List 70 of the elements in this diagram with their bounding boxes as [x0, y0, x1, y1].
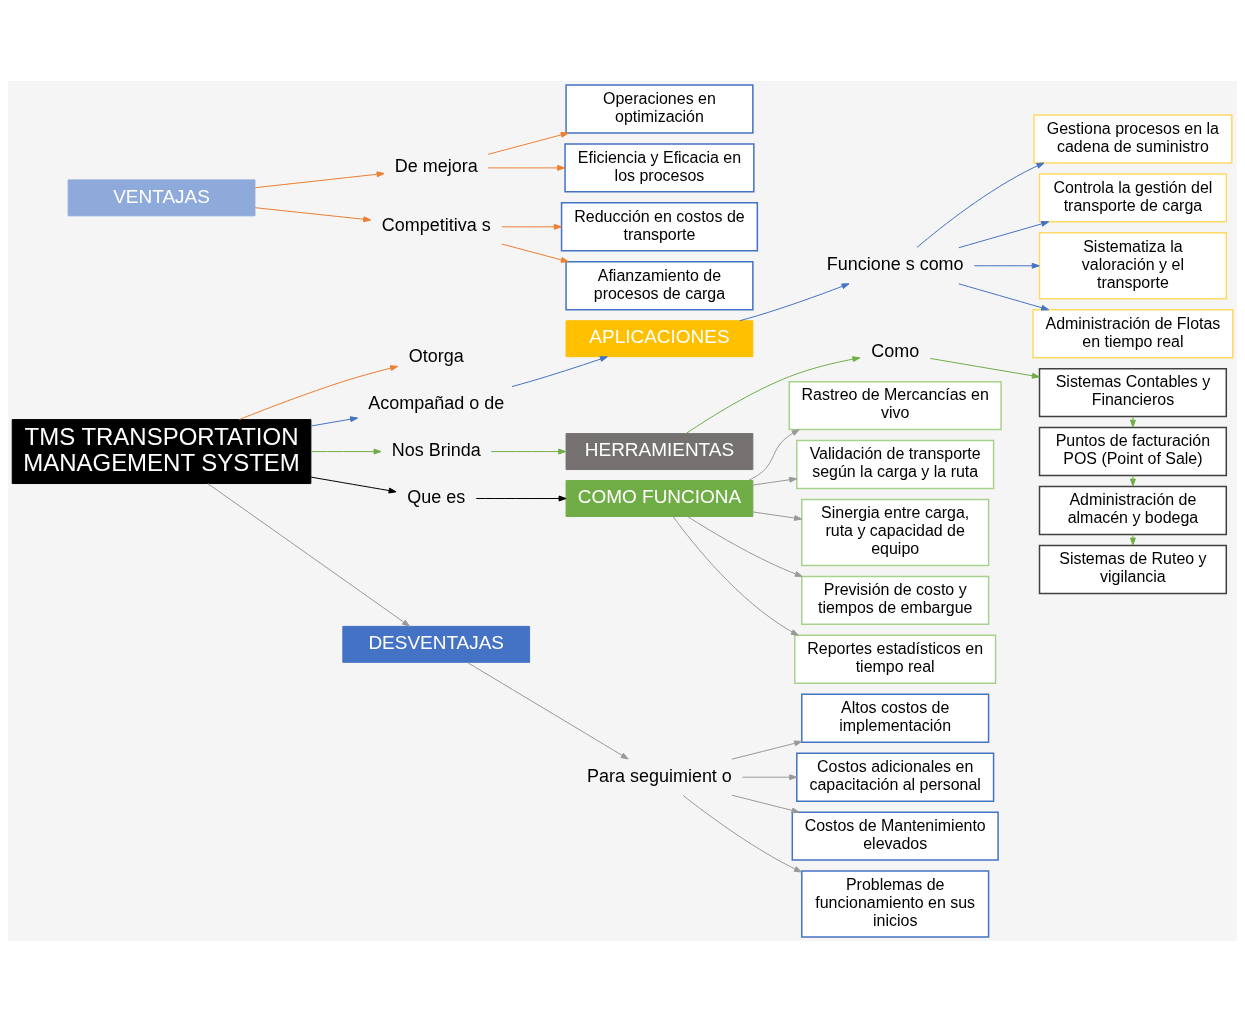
node-text: Nos Brinda — [391, 439, 481, 460]
arrow — [672, 515, 799, 636]
arrow — [239, 364, 399, 420]
arrow — [310, 476, 397, 493]
arrow — [739, 282, 850, 321]
node-box: Costos de Mantenimiento elevados — [791, 810, 999, 861]
arrow — [958, 220, 1050, 248]
arrow — [490, 448, 567, 454]
node-box: Sistemas Contables y Financieros — [1038, 367, 1228, 417]
node-box: Problemas de funcionamiento en sus inicios — [801, 869, 990, 938]
node-box: DESVENTAJAS — [342, 625, 531, 663]
arrow — [1129, 474, 1136, 487]
arrow — [958, 282, 1050, 311]
arrow — [742, 773, 798, 780]
arrow — [487, 131, 569, 155]
node-box: HERRAMIENTAS — [565, 432, 754, 470]
node-box: Gestiona procesos en la cadena de suministro — [1033, 113, 1233, 164]
node-box: APLICACIONES — [565, 319, 754, 357]
node-box: Reducción en costos de transporte — [560, 201, 759, 252]
node-box: Sinergia entre carga, ruta y capacidad de equipo — [801, 498, 990, 566]
node-text: Para seguimient o — [587, 765, 732, 786]
arrow — [685, 355, 861, 434]
node-box: Validación de transporte según la carga y la ruta — [796, 439, 995, 489]
node-box: COMO FUNCIONA — [565, 479, 754, 517]
node-box: TMS TRANSPORTATION MANAGEMENT SYSTEM — [11, 418, 312, 484]
node-box: Controla la gestión del transporte de carga — [1038, 172, 1228, 223]
arrow — [752, 476, 798, 486]
node-box: Afianzamiento de procesos de carga — [565, 260, 754, 310]
node-text: Competitiva s — [381, 214, 491, 235]
node-box: Rastreo de Mercancías en vivo — [788, 380, 1002, 430]
node-box: VENTAJAS — [67, 178, 256, 216]
arrow — [487, 164, 566, 171]
node-text: Que es — [407, 486, 466, 507]
node-box: Administración de almacén y bodega — [1038, 485, 1228, 535]
node-box: Previsión de costo y tiempos de embargue — [801, 575, 990, 625]
node-text: De mejora — [394, 155, 478, 176]
node-box: Reportes estadísticos en tiempo real — [794, 634, 997, 684]
node-box: Puntos de facturación POS (Point of Sale) — [1038, 426, 1228, 476]
arrow — [973, 262, 1040, 269]
arrow — [929, 357, 1040, 379]
arrow — [682, 794, 803, 872]
arrow — [501, 223, 562, 230]
arrow — [916, 161, 1045, 248]
arrow — [254, 170, 385, 188]
node-text: Como — [871, 340, 920, 361]
node-box: Sistematiza la valoración y el transporte — [1038, 231, 1228, 299]
arrow — [207, 482, 410, 627]
node-box: Costos adicionales en capacitación al personal — [796, 751, 995, 802]
node-text: Funcione s como — [826, 253, 964, 274]
arrow — [475, 495, 567, 501]
node-box: Operaciones en optimización — [565, 83, 754, 134]
arrow — [310, 448, 382, 454]
arrow — [748, 428, 800, 481]
node-box: Eficiencia y Eficacia en los procesos — [564, 142, 755, 193]
arrow — [501, 243, 569, 263]
node-text: Acompañad o de — [368, 392, 505, 413]
arrow — [687, 515, 803, 577]
node-text: Otorga — [408, 345, 464, 366]
arrow — [752, 511, 803, 521]
arrow — [310, 415, 359, 426]
arrow — [731, 739, 803, 760]
node-box: Administración de Flotas en tiempo real — [1032, 308, 1234, 358]
arrow — [1129, 533, 1136, 546]
arrow — [467, 661, 629, 759]
node-box: Sistemas de Ruteo y vigilancia — [1038, 544, 1228, 594]
arrow — [254, 206, 372, 222]
arrow — [1129, 415, 1136, 428]
arrow — [731, 794, 800, 813]
node-box: Altos costos de implementación — [801, 693, 990, 743]
arrow — [511, 355, 608, 387]
